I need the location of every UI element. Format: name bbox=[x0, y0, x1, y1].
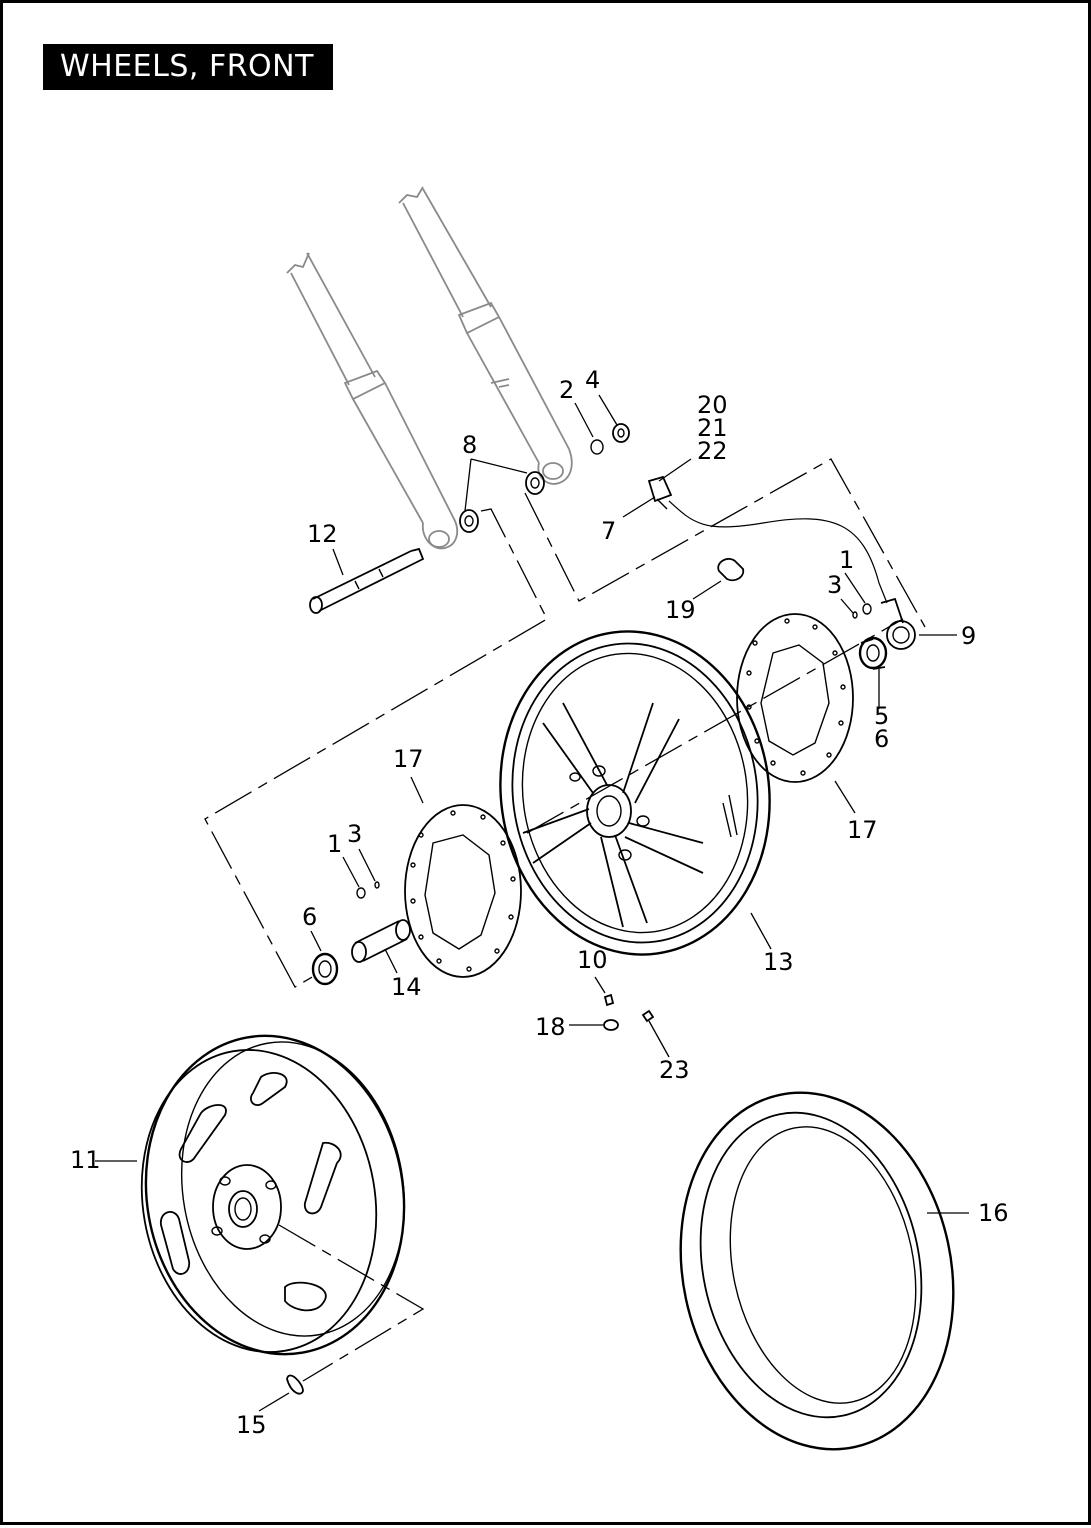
callout-1-left: 1 bbox=[327, 830, 342, 858]
callout-7: 7 bbox=[601, 517, 616, 545]
cable-clip bbox=[717, 558, 745, 582]
callout-14: 14 bbox=[391, 973, 422, 1001]
callout-8: 8 bbox=[462, 431, 477, 459]
callout-12: 12 bbox=[307, 520, 338, 548]
screws-right bbox=[852, 603, 872, 619]
callout-22: 22 bbox=[697, 437, 728, 465]
callout-1-right: 1 bbox=[839, 546, 854, 574]
leader-lines bbox=[95, 394, 969, 1412]
callout-18: 18 bbox=[535, 1013, 566, 1041]
axle-spacer-14 bbox=[351, 919, 411, 963]
callout-20: 20 bbox=[697, 391, 728, 419]
valve-cap-15 bbox=[286, 1374, 304, 1395]
callout-4: 4 bbox=[585, 366, 600, 394]
page-title: WHEELS, FRONT bbox=[43, 44, 333, 90]
front-forks bbox=[286, 186, 573, 550]
callout-3-left: 3 bbox=[347, 820, 362, 848]
screws-left bbox=[356, 881, 380, 899]
washer-nut-2-4 bbox=[590, 423, 630, 455]
callout-23: 23 bbox=[659, 1056, 690, 1084]
callout-2: 2 bbox=[559, 376, 574, 404]
axle-spacers-8 bbox=[459, 471, 545, 533]
wheel-speed-sensor bbox=[647, 475, 888, 604]
callout-numbers: 2 4 20 21 22 8 7 12 1 3 19 9 5 6 17 17 3… bbox=[70, 366, 1009, 1439]
callout-16: 16 bbox=[978, 1199, 1009, 1227]
disc-wheel bbox=[140, 1034, 406, 1356]
callout-17-left: 17 bbox=[393, 745, 424, 773]
callout-21: 21 bbox=[697, 414, 728, 442]
cast-wheel bbox=[499, 630, 771, 956]
wheel-bearing-right bbox=[858, 636, 888, 670]
callout-10: 10 bbox=[577, 946, 608, 974]
brake-rotor-right bbox=[736, 613, 854, 783]
callout-11: 11 bbox=[70, 1146, 101, 1174]
front-axle bbox=[309, 547, 425, 614]
callout-6-left: 6 bbox=[302, 903, 317, 931]
brake-rotor-left bbox=[404, 804, 522, 978]
callout-6-right: 6 bbox=[874, 725, 889, 753]
callout-19: 19 bbox=[665, 596, 696, 624]
valve-stem-parts bbox=[603, 993, 655, 1031]
callout-17-right: 17 bbox=[847, 816, 878, 844]
callout-5: 5 bbox=[874, 702, 889, 730]
sensor-ring bbox=[880, 597, 916, 650]
callout-9: 9 bbox=[961, 622, 976, 650]
exploded-parts-diagram: 2 4 20 21 22 8 7 12 1 3 19 9 5 6 17 17 3… bbox=[70, 186, 1009, 1451]
callout-3-right: 3 bbox=[827, 571, 842, 599]
callout-13: 13 bbox=[763, 948, 794, 976]
callout-15: 15 bbox=[236, 1411, 267, 1439]
wheel-bearing-left bbox=[311, 952, 339, 986]
tire bbox=[679, 1091, 955, 1451]
